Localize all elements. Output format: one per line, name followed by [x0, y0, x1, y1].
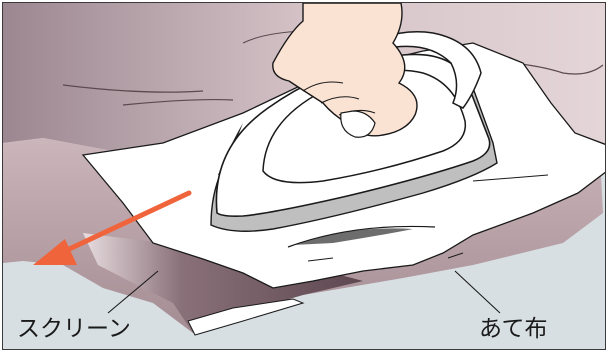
illustration-frame: スクリーン あて布	[2, 2, 606, 350]
ironing-illustration	[3, 3, 605, 349]
press-cloth-label: あて布	[479, 318, 548, 341]
screen-label: スクリーン	[17, 318, 131, 341]
